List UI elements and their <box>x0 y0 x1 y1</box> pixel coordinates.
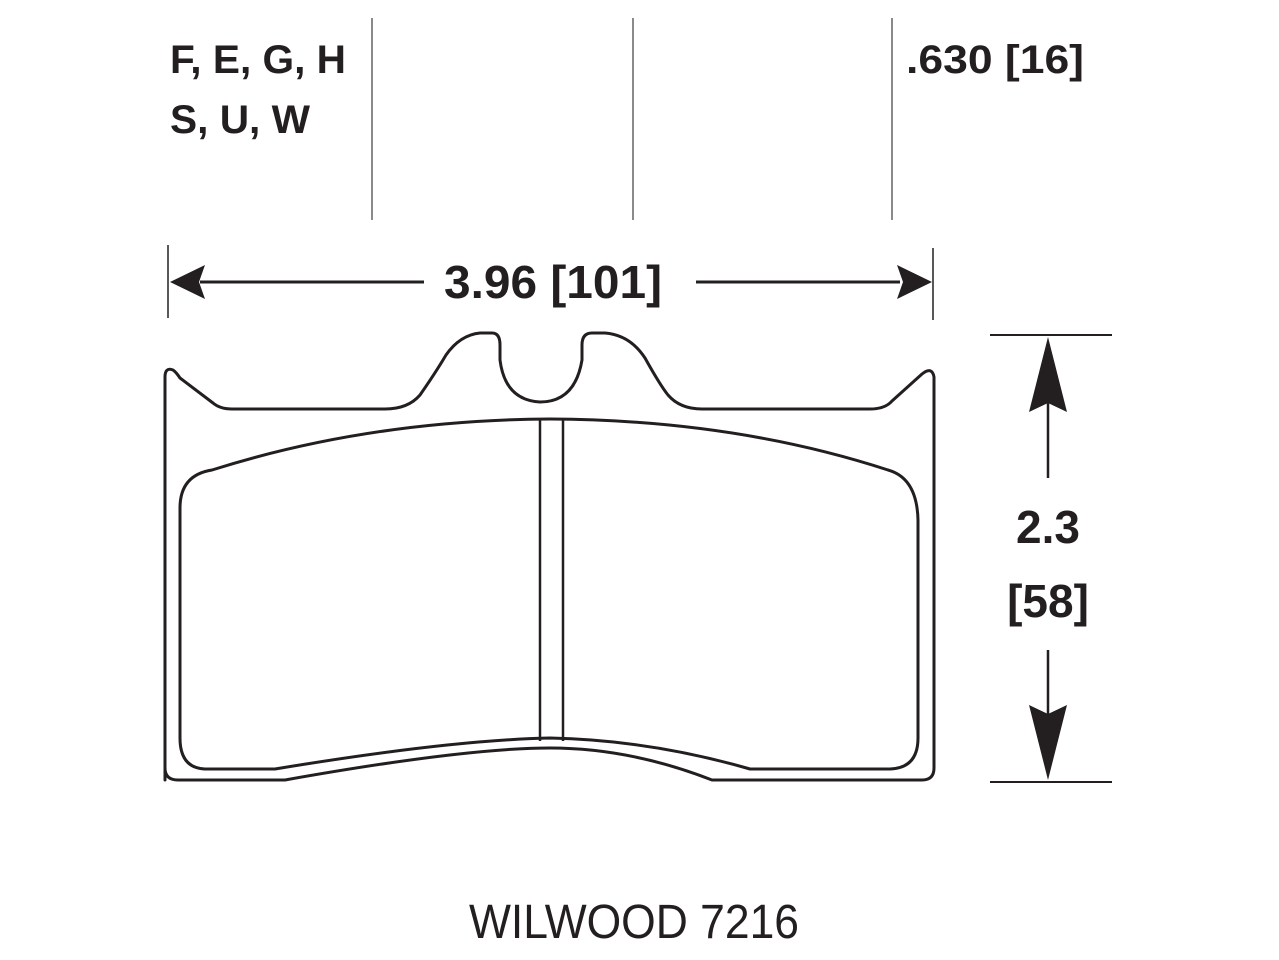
friction-pad-outline <box>178 417 920 771</box>
compound-label-line2: S, U, W <box>170 98 310 142</box>
compound-label-line1: F, E, G, H <box>170 38 346 82</box>
width-label: 3.96 [101] <box>444 256 662 308</box>
height-label-mm: [58] <box>1007 575 1089 627</box>
arrow-left-icon <box>170 265 205 299</box>
arrow-down-icon <box>1029 705 1067 780</box>
part-number-label: WILWOOD 7216 <box>469 896 799 949</box>
height-label-inches: 2.3 <box>1016 501 1080 553</box>
height-dimension: 2.3 [58] <box>990 334 1112 783</box>
arrow-right-icon <box>897 265 932 299</box>
backing-plate-outline <box>163 331 936 782</box>
arrow-up-icon <box>1029 337 1067 412</box>
thickness-reference-lines <box>371 18 893 220</box>
width-dimension: 3.96 [101] <box>167 245 934 320</box>
center-slot <box>538 420 565 741</box>
thickness-label: .630 [16] <box>906 38 1084 82</box>
